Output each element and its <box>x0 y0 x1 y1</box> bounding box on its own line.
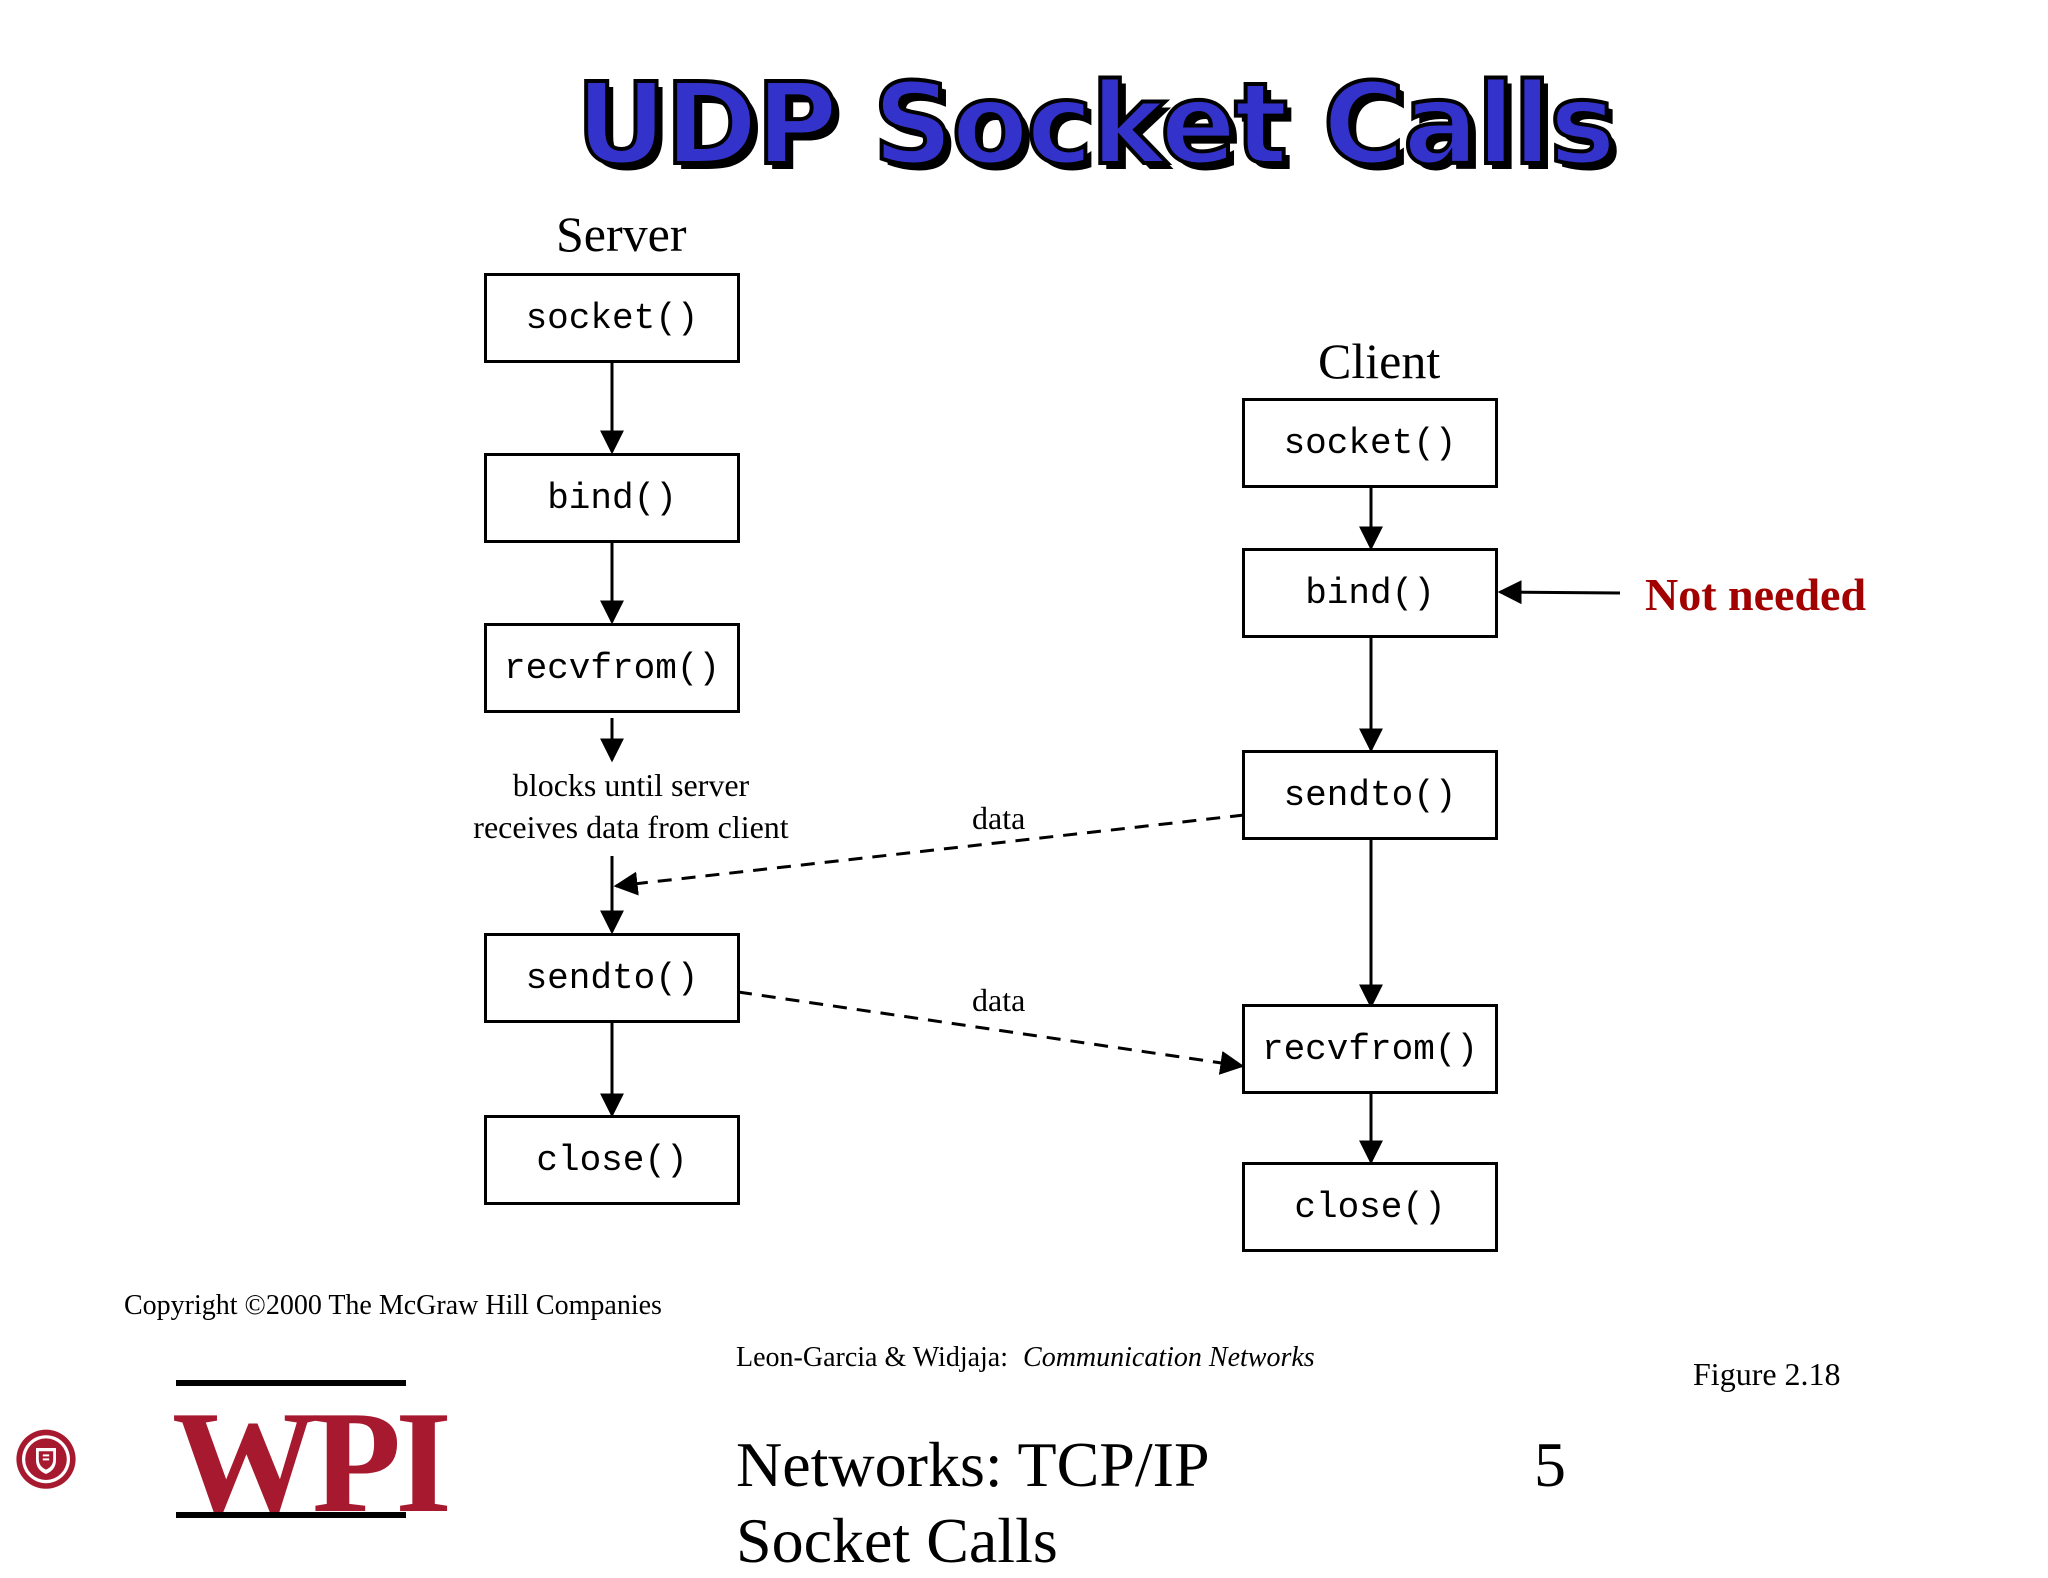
client-sendto-label: sendto() <box>1283 774 1457 816</box>
server-sendto-box: sendto() <box>484 933 740 1023</box>
figure-number: Figure 2.18 <box>1693 1356 1841 1392</box>
arrow-data-server-to-client <box>737 990 1245 1075</box>
server-close-box: close() <box>484 1115 740 1205</box>
client-heading: Client <box>1318 333 1441 389</box>
data-label-to-client: data <box>972 982 1026 1018</box>
server-heading: Server <box>556 206 687 262</box>
logo-rule-top <box>176 1380 406 1386</box>
wpi-seal-logo <box>16 1429 76 1489</box>
arrow-data-client-to-server <box>613 813 1245 896</box>
blocking-note: blocks until server receives data from c… <box>456 764 806 848</box>
logo-rule-bottom <box>176 1512 406 1518</box>
arrow-not-needed <box>1497 580 1621 605</box>
blocking-note-line2: receives data from client <box>473 809 789 845</box>
course-title-line2: Socket Calls <box>736 1505 1058 1576</box>
server-socket-box: socket() <box>484 273 740 363</box>
client-bind-label: bind() <box>1305 572 1435 614</box>
client-close-box: close() <box>1242 1162 1498 1252</box>
server-bind-label: bind() <box>547 477 677 519</box>
client-socket-box: socket() <box>1242 398 1498 488</box>
server-bind-box: bind() <box>484 453 740 543</box>
server-socket-label: socket() <box>525 297 699 339</box>
server-sendto-label: sendto() <box>525 957 699 999</box>
server-recvfrom-label: recvfrom() <box>503 647 721 689</box>
server-close-label: close() <box>536 1139 688 1181</box>
client-socket-label: socket() <box>1283 422 1457 464</box>
client-recvfrom-box: recvfrom() <box>1242 1004 1498 1094</box>
server-recvfrom-box: recvfrom() <box>484 623 740 713</box>
wpi-logo-text: WPI <box>172 1381 452 1543</box>
not-needed-annotation: Not needed <box>1645 569 1867 620</box>
copyright-notice: Copyright ©2000 The McGraw Hill Companie… <box>124 1290 662 1321</box>
blocking-note-line1: blocks until server <box>512 767 750 803</box>
client-bind-box: bind() <box>1242 548 1498 638</box>
slide-title: UDP Socket Calls <box>574 58 1618 192</box>
citation: Leon-Garcia & Widjaja: Communication Net… <box>736 1342 1315 1374</box>
client-close-label: close() <box>1294 1186 1446 1228</box>
client-recvfrom-label: recvfrom() <box>1261 1028 1479 1070</box>
slide-number: 5 <box>1534 1429 1566 1500</box>
citation-book: Communication Networks <box>1023 1342 1315 1373</box>
data-label-to-server: data <box>972 800 1026 836</box>
flow-connectors <box>600 362 1621 1165</box>
client-sendto-box: sendto() <box>1242 750 1498 840</box>
citation-authors: Leon-Garcia & Widjaja: <box>736 1342 1009 1373</box>
course-title-line1: Networks: TCP/IP <box>736 1429 1210 1500</box>
